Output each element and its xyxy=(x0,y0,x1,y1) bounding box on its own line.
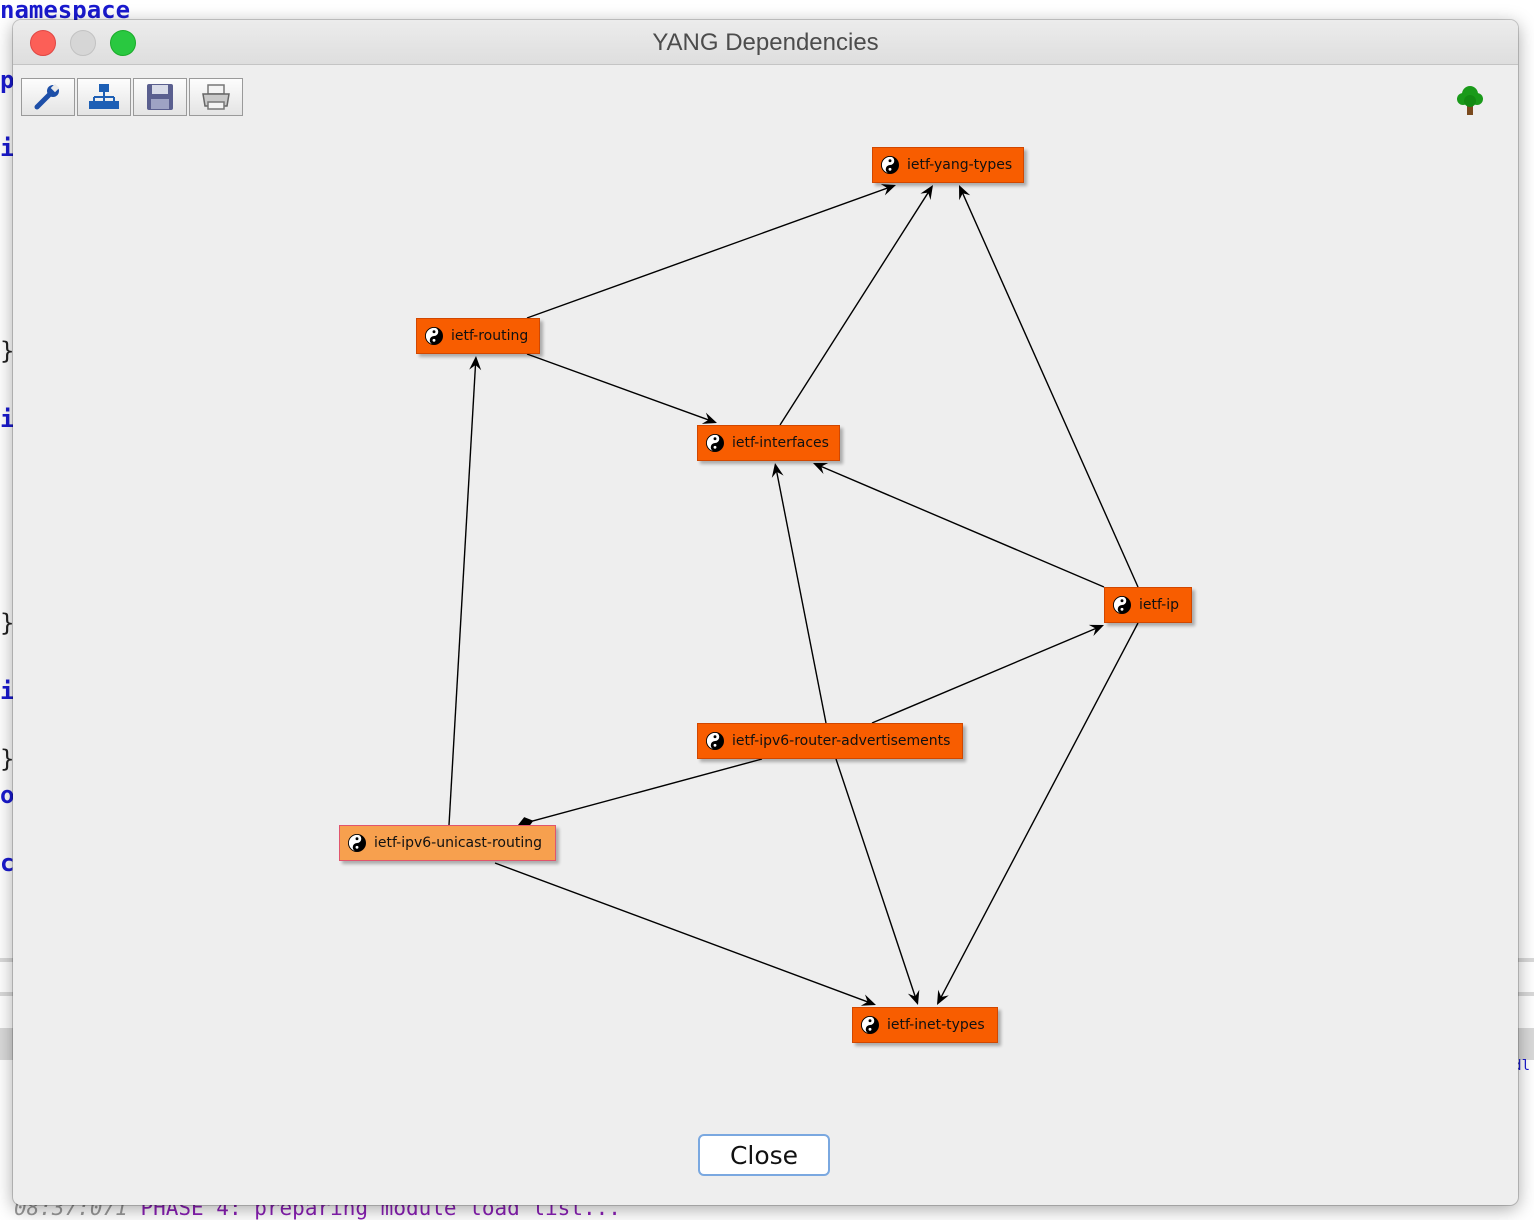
window-close-button[interactable] xyxy=(30,30,56,56)
dependency-edge-ip-to-yang_types xyxy=(959,185,1139,588)
dependency-edge-unicast-to-inet_types xyxy=(494,862,876,1006)
module-node-label: ietf-ip xyxy=(1139,597,1179,613)
code-line: } xyxy=(0,609,15,637)
code-line: p xyxy=(0,66,15,94)
import-arrowhead xyxy=(959,185,971,201)
import-arrowhead xyxy=(920,185,933,200)
module-node-label: ietf-inet-types xyxy=(887,1017,985,1033)
import-arrowhead xyxy=(771,463,784,478)
module-node-label: ietf-ipv6-unicast-routing xyxy=(374,835,542,851)
yin-yang-icon xyxy=(1113,596,1131,614)
code-line: i xyxy=(0,405,15,433)
yin-yang-icon xyxy=(881,156,899,174)
yin-yang-icon xyxy=(706,732,724,750)
window-minimize-button[interactable] xyxy=(70,30,96,56)
dependency-edge-ip-to-interfaces xyxy=(813,463,1105,588)
code-line: } xyxy=(0,337,15,365)
module-node-ip[interactable]: ietf-ip xyxy=(1104,587,1192,623)
module-node-label: ietf-interfaces xyxy=(732,435,829,451)
yang-dependencies-dialog: YANG Dependencies xyxy=(13,20,1518,1205)
floppy-disk-icon xyxy=(147,84,173,110)
import-arrowhead xyxy=(880,184,896,196)
dependency-edge-ip-to-inet_types xyxy=(937,622,1139,1005)
dependency-graph-edges xyxy=(448,184,1139,1006)
dependency-edge-routing-to-interfaces xyxy=(526,353,717,424)
yin-yang-icon xyxy=(706,434,724,452)
module-node-interfaces[interactable]: ietf-interfaces xyxy=(697,425,840,461)
module-node-label: ietf-ipv6-router-advertisements xyxy=(732,733,951,749)
import-arrowhead xyxy=(860,994,876,1006)
dependency-edge-unicast-to-routing xyxy=(448,356,482,826)
close-button[interactable]: Close xyxy=(698,1134,830,1176)
yin-yang-icon xyxy=(861,1016,879,1034)
yin-yang-icon xyxy=(348,834,366,852)
print-button[interactable] xyxy=(189,78,243,116)
layout-button[interactable] xyxy=(77,78,131,116)
module-node-inet-types[interactable]: ietf-inet-types xyxy=(852,1007,998,1043)
window-maximize-button[interactable] xyxy=(110,30,136,56)
module-node-yang-types[interactable]: ietf-yang-types xyxy=(872,147,1024,183)
dependency-edge-ra-to-unicast xyxy=(518,758,763,829)
code-line: c xyxy=(0,849,15,877)
code-line: o xyxy=(0,781,15,809)
printer-icon xyxy=(202,84,230,110)
module-node-ra[interactable]: ietf-ipv6-router-advertisements xyxy=(697,723,963,759)
dependency-edge-ra-to-interfaces xyxy=(771,463,827,724)
wrench-icon xyxy=(34,83,60,110)
module-node-routing[interactable]: ietf-routing xyxy=(416,318,540,354)
title-bar[interactable]: YANG Dependencies xyxy=(13,20,1518,65)
dependency-edge-interfaces-to-yang_types xyxy=(779,185,933,426)
module-node-label: ietf-yang-types xyxy=(907,157,1013,173)
module-node-label: ietf-routing xyxy=(451,328,529,344)
tree-icon[interactable] xyxy=(1453,82,1487,118)
settings-button[interactable] xyxy=(21,78,75,116)
import-arrowhead xyxy=(1088,624,1104,636)
import-arrowhead xyxy=(907,989,920,1005)
yin-yang-icon xyxy=(425,327,443,345)
toolbar xyxy=(21,78,245,118)
dependency-edge-ra-to-inet_types xyxy=(835,758,920,1005)
hierarchy-icon xyxy=(89,84,119,109)
import-arrowhead xyxy=(701,412,717,424)
module-node-unicast[interactable]: ietf-ipv6-unicast-routing xyxy=(339,825,556,861)
import-arrowhead xyxy=(937,989,949,1005)
save-button[interactable] xyxy=(133,78,187,116)
code-line: i xyxy=(0,134,15,162)
dependency-edge-ra-to-ip xyxy=(871,624,1104,724)
dependency-edge-routing-to-yang_types xyxy=(526,184,896,319)
import-arrowhead xyxy=(813,463,829,474)
window-title: YANG Dependencies xyxy=(652,29,879,56)
import-arrowhead xyxy=(469,356,482,371)
code-line: i xyxy=(0,677,15,705)
code-line: } xyxy=(0,745,15,773)
